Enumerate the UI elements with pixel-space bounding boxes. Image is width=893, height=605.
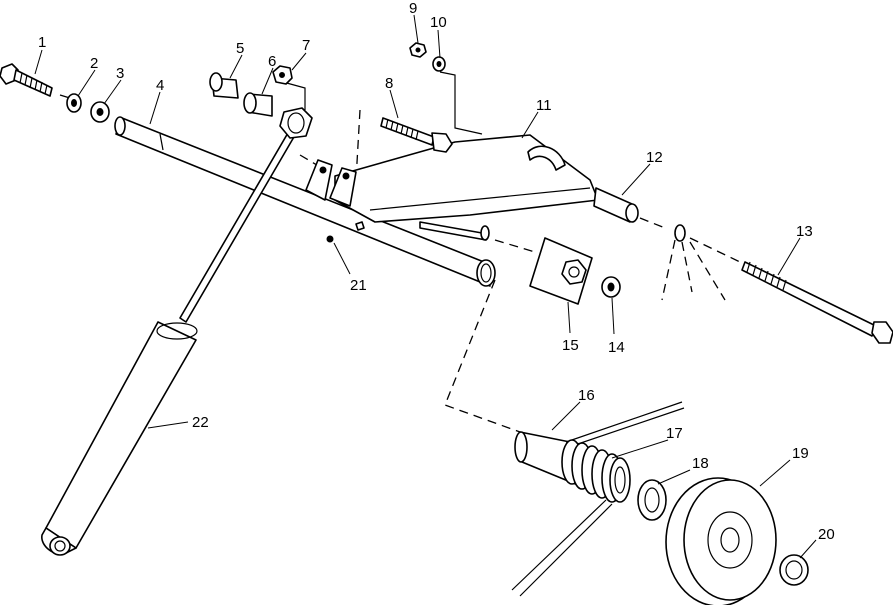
part-10-washer [432,56,446,72]
callout-labels: 1 2 3 4 5 6 7 8 9 10 11 12 13 14 15 16 1… [38,0,835,543]
part-14-washer [601,276,621,298]
callout-10: 10 [430,14,447,31]
part-22-shock-absorber [41,107,313,556]
part-5-bushing [209,72,239,99]
part-12-spacer [593,187,639,223]
part-15-adjuster-block [529,237,593,305]
part-18-spacer-ring [637,479,667,521]
part-20-bearing [779,554,809,586]
callout-18: 18 [692,455,709,472]
assembly-guide-lines [59,71,741,433]
part-3-washer [90,101,110,123]
part-13-long-bolt [674,224,893,344]
callout-15: 15 [562,337,579,354]
part-8-bolt [380,117,453,153]
callout-1: 1 [38,34,46,51]
callout-12: 12 [646,149,663,166]
callout-4: 4 [156,77,164,94]
callout-19: 19 [792,445,809,462]
callout-2: 2 [90,55,98,72]
callout-9: 9 [409,0,417,17]
callout-8: 8 [385,75,393,92]
part-4-axle-tube [114,116,496,287]
part-11-a-arm [305,134,599,241]
part-19-idler-wheel [665,477,777,605]
callout-14: 14 [608,339,625,356]
callout-11: 11 [536,97,552,114]
callout-3: 3 [116,65,124,82]
callout-7: 7 [302,37,310,54]
callout-16: 16 [578,387,595,404]
part-1-bolt [0,63,53,97]
part-17-torsion-spring [511,401,685,597]
part-2-washer [66,93,82,113]
callout-17: 17 [666,425,683,442]
part-7-nut [272,65,293,85]
part-9-nut [409,42,427,58]
callout-21: 21 [350,277,367,294]
callout-13: 13 [796,223,813,240]
leader-lines [34,14,817,559]
callout-20: 20 [818,526,835,543]
part-21-grease-fitting [326,221,365,243]
callout-22: 22 [192,414,209,431]
callout-6: 6 [268,53,276,70]
callout-5: 5 [236,40,244,57]
part-6-bushing [243,92,273,117]
